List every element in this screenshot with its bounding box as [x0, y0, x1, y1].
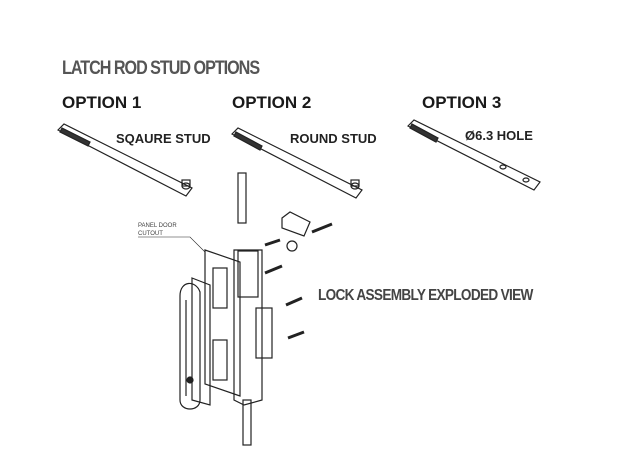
rod-option-2 — [230, 127, 363, 199]
option-3-label: Ø6.3 HOLE — [465, 128, 533, 143]
rod-option-3 — [406, 119, 541, 191]
option-2-label: ROUND STUD — [290, 131, 377, 146]
option-1-label: SQAURE STUD — [116, 131, 211, 146]
option-1-heading: OPTION 1 — [62, 93, 142, 112]
page-title: LATCH ROD STUD OPTIONS — [62, 58, 260, 79]
panel-label-line1: PANEL DOOR — [138, 223, 177, 229]
rod-option-1 — [56, 123, 193, 197]
lock-assembly — [179, 172, 333, 446]
option-2-heading: OPTION 2 — [232, 93, 312, 112]
screws — [264, 222, 333, 340]
panel-label-line2: CUTOUT — [138, 231, 163, 237]
panel-door-cutout-label: PANEL DOOR CUTOUT — [138, 222, 177, 238]
option-3-heading: OPTION 3 — [422, 93, 502, 112]
assembly-label: LOCK ASSEMBLY EXPLODED VIEW — [318, 287, 533, 304]
